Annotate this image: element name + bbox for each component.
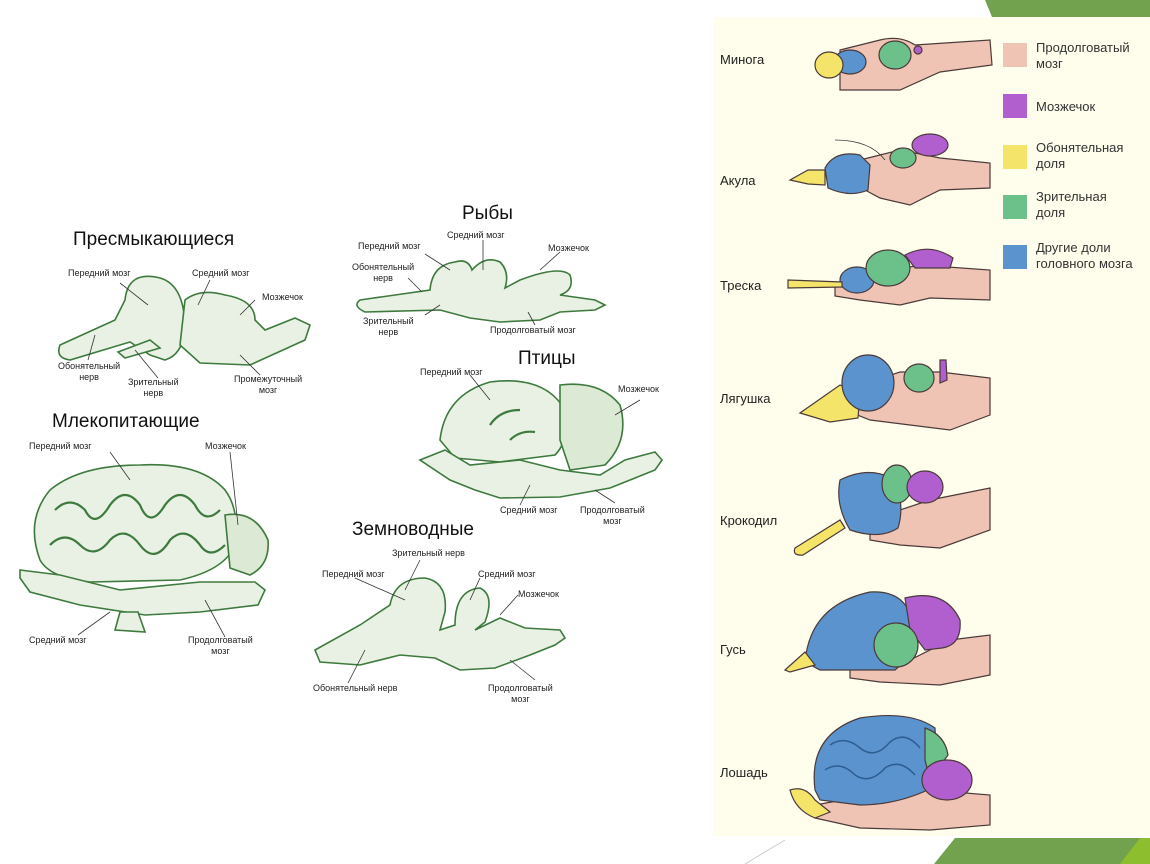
bird-label-medulla: Продолговатый мозг [580, 505, 645, 526]
fish-label-olfactory-nerve: Обонятельный нерв [352, 262, 415, 283]
species-lamprey: Минога [720, 52, 765, 67]
species-horse: Лошадь [720, 765, 768, 780]
amphibian-label-midbrain: Средний мозг [478, 569, 536, 579]
legend-swatch-olfactory-lobe [1003, 145, 1027, 169]
colored-brains-drawing [783, 37, 993, 831]
amphibians-title: Земноводные [352, 519, 474, 540]
amphibian-label-olfactory-nerve: Обонятельный нерв [313, 683, 398, 693]
legend-label-medulla: Продолговатый мозг [1036, 40, 1130, 71]
bird-label-midbrain: Средний мозг [500, 505, 558, 515]
crocodile-brain [793, 464, 991, 556]
reptile-label-optic-nerve: Зрительный нерв [128, 377, 179, 398]
species-goose: Гусь [720, 642, 746, 657]
fish-label-cerebellum: Мозжечок [548, 243, 589, 253]
fish-label-midbrain: Средний мозг [447, 230, 505, 240]
fish-title: Рыбы [462, 203, 513, 224]
reptiles-title: Пресмыкающиеся [73, 229, 235, 250]
horse-brain [789, 714, 991, 831]
amphibian-label-medulla: Продолговатый мозг [488, 683, 553, 704]
species-frog: Лягушка [720, 391, 771, 406]
mammal-label-forebrain: Передний мозг [29, 441, 92, 451]
cod-brain [787, 248, 991, 306]
species-shark: Акула [720, 173, 756, 188]
reptile-label-olfactory-nerve: Обонятельный нерв [58, 361, 121, 382]
reptile-label-cerebellum: Мозжечок [262, 292, 303, 302]
fish-label-medulla: Продолговатый мозг [490, 325, 576, 335]
shark-brain [788, 133, 991, 206]
reptile-brain-drawing [57, 275, 311, 379]
amphibian-label-forebrain: Передний мозг [322, 569, 385, 579]
mammal-label-cerebellum: Мозжечок [205, 441, 246, 451]
fish-label-forebrain: Передний мозг [358, 241, 421, 251]
reptile-label-diencephalon: Промежуточный мозг [234, 374, 303, 395]
amphibian-label-optic-nerve: Зрительный нерв [392, 548, 465, 558]
fish-brain-drawing [356, 240, 607, 326]
goose-brain [783, 591, 991, 686]
legend-label-olfactory-lobe: Обонятельная доля [1036, 140, 1124, 171]
bird-brain-drawing [418, 374, 664, 506]
amphibian-brain-drawing [313, 559, 567, 684]
mammal-label-medulla: Продолговатый мозг [188, 635, 253, 656]
birds-title: Птицы [518, 348, 576, 369]
legend-swatch-optic-lobe [1003, 195, 1027, 219]
mammal-label-midbrain: Средний мозг [29, 635, 87, 645]
fish-label-optic-nerve: Зрительный нерв [363, 316, 414, 337]
frog-brain [798, 354, 991, 431]
species-cod: Треска [720, 278, 762, 293]
mammals-title: Млекопитающие [52, 411, 200, 432]
reptile-label-midbrain: Средний мозг [192, 268, 250, 278]
legend-swatch-cerebellum [1003, 94, 1027, 118]
legend-label-other-lobes: Другие доли головного мозга [1036, 240, 1133, 271]
reptile-label-forebrain: Передний мозг [68, 268, 131, 278]
species-crocodile: Крокодил [720, 513, 778, 528]
amphibian-label-cerebellum: Мозжечок [518, 589, 559, 599]
lamprey-brain [814, 37, 993, 91]
legend-label-cerebellum: Мозжечок [1036, 99, 1096, 114]
legend-swatch-other-lobes [1003, 245, 1027, 269]
legend-label-optic-lobe: Зрительная доля [1036, 189, 1107, 220]
bird-label-cerebellum: Мозжечок [618, 384, 659, 394]
mammal-brain-drawing [19, 451, 269, 638]
bird-label-forebrain: Передний мозг [420, 367, 483, 377]
legend-swatch-medulla [1003, 43, 1027, 67]
